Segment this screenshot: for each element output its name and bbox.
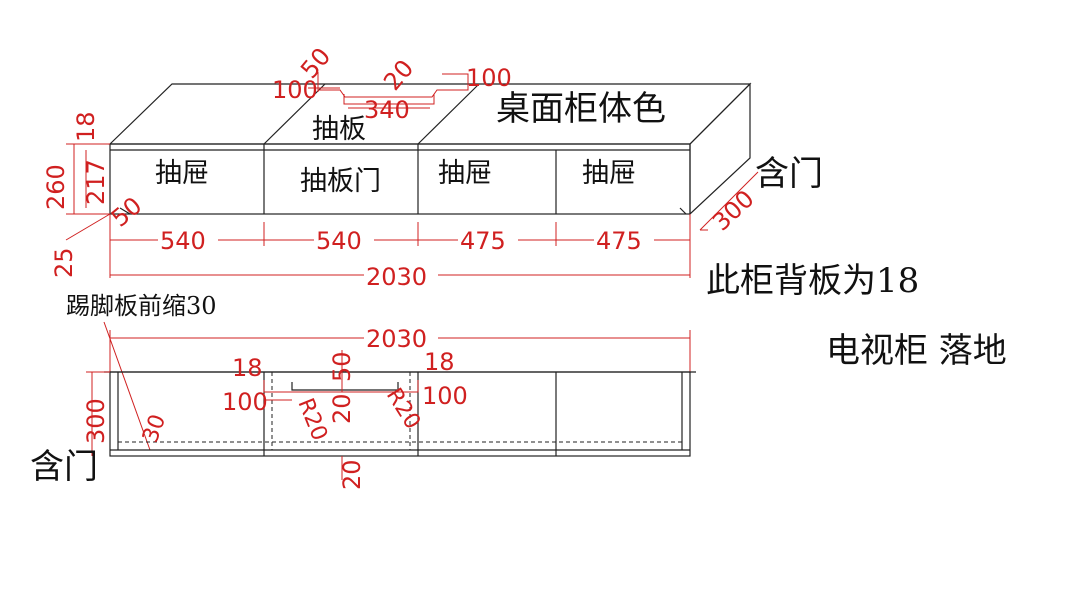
kick-leader-line	[103, 321, 151, 451]
notes: 此柜背板为18 踢脚板前缩30 电视柜 落地	[66, 261, 1007, 371]
drawer-label-1: 抽屉	[155, 158, 209, 189]
drawer-label-2: 抽屉	[438, 158, 492, 189]
slot-dim-100-right: 100	[466, 64, 512, 92]
top-partition-1	[263, 83, 326, 145]
left-dim-217: 217	[82, 159, 110, 205]
front-dim-r20-left: R20	[292, 395, 331, 444]
pull-slot-outline	[318, 73, 469, 98]
front-dim-18-right: 18	[424, 348, 455, 376]
total-dim-bg	[364, 263, 438, 287]
front-dim-20-bottom: 20	[338, 459, 366, 490]
left-dim-25-leader	[65, 213, 111, 241]
width-dim-475-b: 475	[596, 227, 642, 255]
front-body	[109, 371, 691, 457]
total-width-2030: 2030	[366, 263, 427, 291]
pull-board-door-label: 抽板门	[300, 166, 381, 197]
back-panel-note: 此柜背板为18	[706, 261, 919, 301]
slot-dim-20: 20	[378, 54, 419, 95]
dim-bg-2	[314, 228, 374, 252]
drawer-label-3: 抽屉	[582, 158, 636, 189]
front-total-2030: 2030	[366, 325, 427, 353]
kick-board-note: 踢脚板前缩30	[66, 292, 217, 320]
front-slot-dim	[263, 380, 419, 393]
width-dim-540-b: 540	[316, 227, 362, 255]
front-total-bg	[364, 326, 438, 350]
slot-dim-100-left: 100	[272, 76, 318, 104]
kick-dim-50: 50	[106, 192, 147, 233]
front-dim-100-right: 100	[422, 382, 468, 410]
dim-bg-3	[458, 228, 518, 252]
slot-dim-340: 340	[364, 96, 410, 124]
left-dim-18: 18	[72, 111, 100, 142]
front-dim-50: 50	[328, 351, 356, 382]
depth-dim-line	[699, 171, 759, 231]
left-dim-25: 25	[50, 247, 78, 278]
front-dim-18-left: 18	[232, 354, 263, 382]
top-partition-2	[417, 83, 480, 145]
pull-slot-inner	[343, 94, 435, 105]
desk-color-note: 桌面柜体色	[496, 89, 666, 129]
door-note-top: 含门	[755, 154, 823, 194]
width-dim-540-a: 540	[160, 227, 206, 255]
front-dim-100-left: 100	[222, 388, 268, 416]
width-dim-475-a: 475	[460, 227, 506, 255]
kick-notch-right	[679, 207, 687, 215]
front-dim-30: 30	[138, 411, 171, 446]
depth-dim-300: 300	[707, 185, 760, 237]
pull-board-label: 抽板	[312, 114, 366, 145]
front-view: 2030 300 30 18 18 50 100 100 20 R20	[30, 321, 696, 490]
front-dim-20: 20	[328, 393, 356, 424]
kick-notch-left	[119, 207, 131, 215]
door-note-front: 含门	[30, 447, 98, 487]
left-dim-260: 260	[42, 164, 70, 210]
top-view: 桌面柜体色 抽板 抽屉 抽板门 抽屉 抽屉 含门 100 50 20 340 1…	[42, 42, 823, 291]
dim-bg-4	[594, 228, 654, 252]
tv-floor-note: 电视柜 落地	[826, 331, 1007, 371]
front-slot	[291, 382, 399, 391]
cabinet-side-face	[689, 82, 751, 216]
front-dim-300: 300	[82, 398, 110, 444]
dim-bg-1	[158, 228, 218, 252]
